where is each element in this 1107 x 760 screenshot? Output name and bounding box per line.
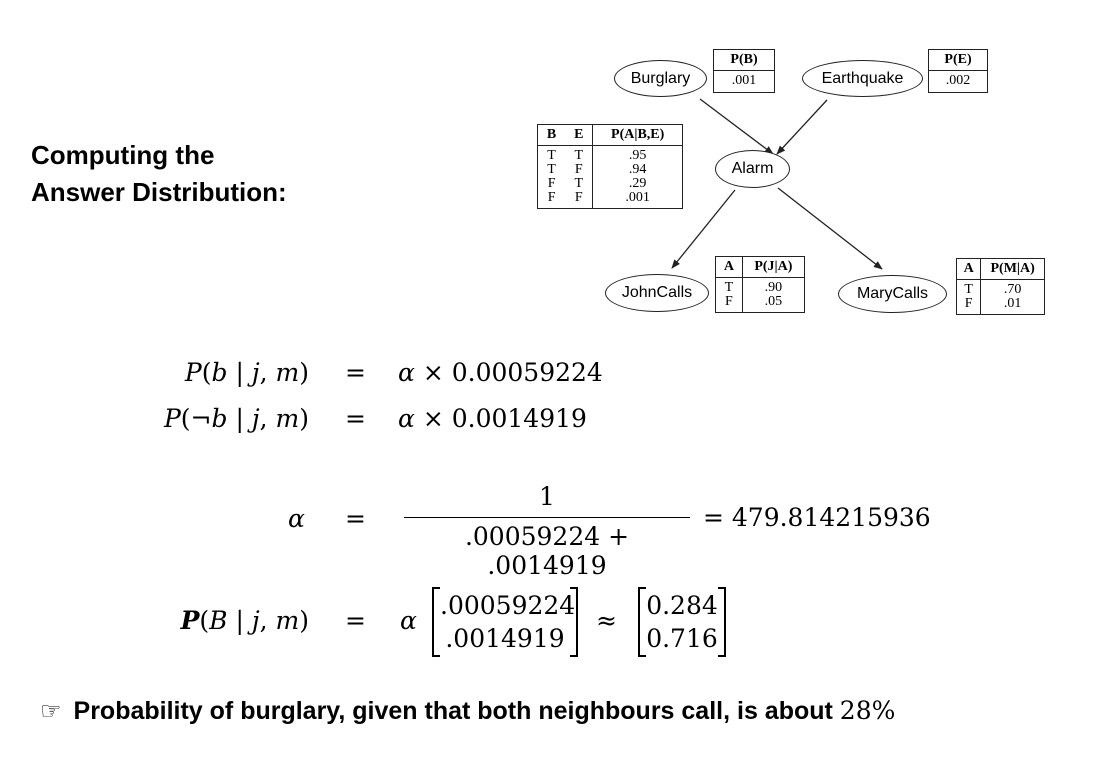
cpt-cell: .29 <box>628 176 647 191</box>
eq2-lhs: P(¬b | j, m) <box>163 404 309 433</box>
cpt-cell: .70 <box>1003 282 1022 297</box>
edge-burglary-alarm <box>699 98 774 155</box>
slide-title: Computing the Answer Distribution: <box>31 137 287 211</box>
dist-vector-entry: .0014919 <box>445 624 565 653</box>
alpha-equals: = <box>345 504 366 533</box>
edge-alarm-johncalls <box>671 189 736 269</box>
approx-sign: ≈ <box>596 606 617 635</box>
cpt-header: A <box>956 258 982 280</box>
node-earthquake: Earthquake <box>802 60 923 97</box>
cpt-header: A <box>715 256 743 278</box>
cpt-cell: T <box>547 162 556 177</box>
title-line-1: Computing the <box>31 140 215 170</box>
eq2-value: 0.0014919 <box>451 404 587 433</box>
cpt-cell: F <box>565 163 594 177</box>
pointing-hand-icon: ☞ <box>40 698 62 725</box>
edge-alarm-marycalls <box>777 187 883 270</box>
eq2-rhs: α × 0.0014919 <box>398 404 587 433</box>
dist-equals: = <box>345 606 366 635</box>
alpha-fraction: 1 .00059224 + .0014919 <box>404 482 690 580</box>
node-johncalls: JohnCalls <box>605 274 709 312</box>
cpt-cell: .90 <box>764 280 783 295</box>
network-edges <box>671 98 883 270</box>
bayes-net-diagram: Burglary Earthquake Alarm JohnCalls Mary… <box>535 44 1045 326</box>
cpt-cell: F <box>547 190 556 205</box>
cpt-marycalls: A P(M|A) T .70 F .01 <box>956 258 1045 315</box>
cpt-cell: F <box>956 297 982 315</box>
cpt-cell: .95 <box>628 148 647 163</box>
alpha-lhs: α <box>288 504 305 533</box>
alpha-numerator: 1 <box>539 482 555 511</box>
cpt-cell: F <box>715 295 743 313</box>
cpt-cell: T <box>565 145 594 163</box>
dist-alpha: α <box>400 606 417 635</box>
cpt-cell: F <box>547 176 556 191</box>
dist-result-entry: 0.284 <box>646 591 718 620</box>
cpt-cell: .001 <box>625 190 650 205</box>
dist-lhs: P(B | j, m) <box>180 606 309 635</box>
cpt-cell: T <box>565 177 594 191</box>
cpt-header: E <box>565 124 594 146</box>
cpt-johncalls: A P(J|A) T .90 F .05 <box>715 256 805 313</box>
conclusion: ☞ Probability of burglary, given that bot… <box>40 696 895 726</box>
cpt-cell: T <box>547 148 556 163</box>
eq1-equals: = <box>345 358 366 387</box>
cpt-header: P(E) <box>928 49 988 71</box>
alpha-result: = 479.814215936 <box>703 503 931 532</box>
cpt-burglary: P(B) .001 <box>713 49 775 93</box>
eq1-rhs: α × 0.00059224 <box>398 358 603 387</box>
eq2-equals: = <box>345 404 366 433</box>
conclusion-value: 28% <box>839 696 896 725</box>
dist-result-entry: 0.716 <box>646 624 718 653</box>
cpt-cell: .001 <box>731 73 757 88</box>
cpt-header: P(B) <box>713 49 775 71</box>
cpt-header: P(A|B,E) <box>592 124 683 146</box>
eq1-lhs: P(b | j, m) <box>184 358 309 387</box>
edge-earthquake-alarm <box>776 99 828 155</box>
cpt-header: B <box>537 124 566 146</box>
node-alarm: Alarm <box>715 150 790 188</box>
cpt-earthquake: P(E) .002 <box>928 49 988 93</box>
cpt-cell: .002 <box>945 73 971 88</box>
cpt-cell: .01 <box>1003 296 1022 311</box>
cpt-header: P(J|A) <box>742 256 805 278</box>
alpha-denominator: .00059224 + .0014919 <box>404 517 690 580</box>
cpt-header: P(M|A) <box>980 258 1045 280</box>
cpt-cell: .05 <box>764 294 783 309</box>
eq1-value: 0.00059224 <box>451 358 603 387</box>
dist-vector-entry: .00059224 <box>440 591 576 620</box>
dist-vector: .00059224 .0014919 <box>432 587 578 657</box>
cpt-cell: T <box>956 279 982 297</box>
conclusion-text: Probability of burglary, given that both… <box>73 697 833 725</box>
node-burglary: Burglary <box>614 60 707 97</box>
node-marycalls: MaryCalls <box>838 275 947 313</box>
dist-result: 0.284 0.716 <box>638 587 726 657</box>
cpt-cell: .94 <box>628 162 647 177</box>
cpt-cell: F <box>565 191 594 209</box>
title-line-2: Answer Distribution: <box>31 177 287 207</box>
cpt-cell: T <box>715 277 743 295</box>
